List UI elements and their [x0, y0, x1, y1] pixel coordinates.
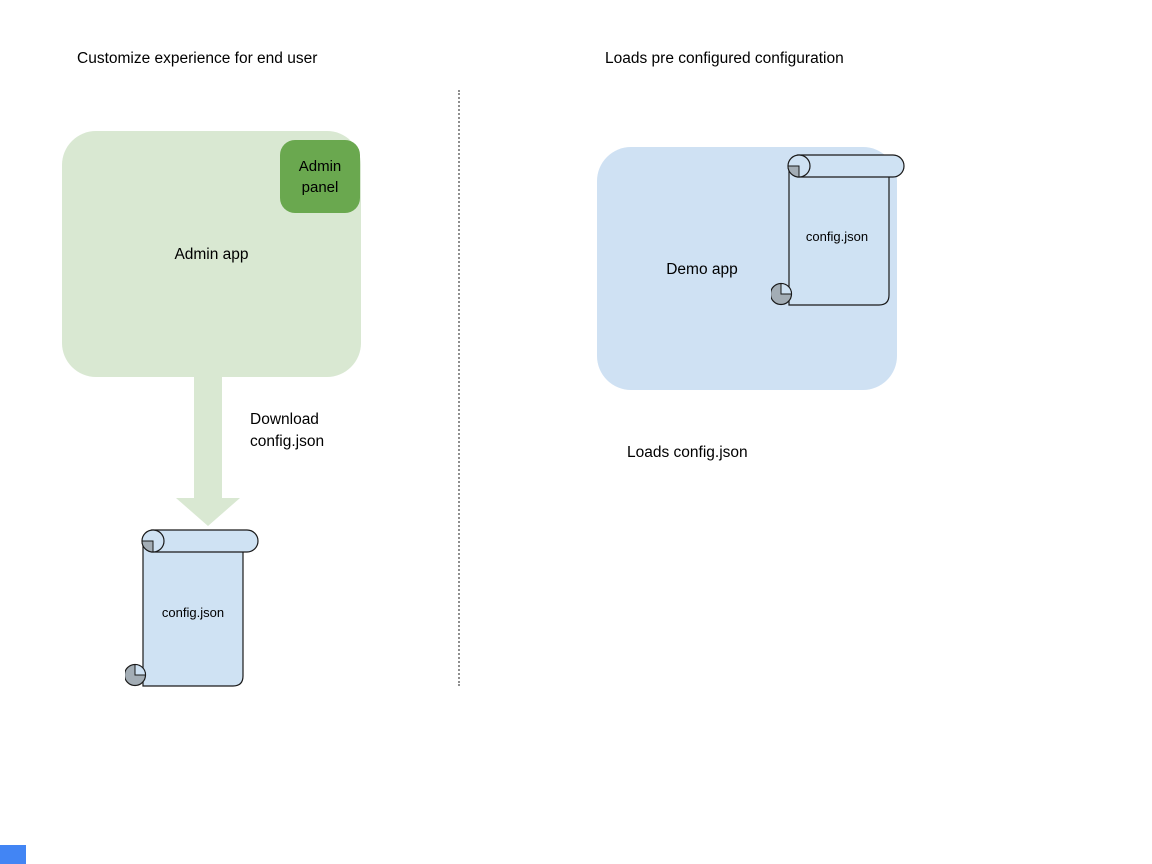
download-arrow-icon [176, 376, 240, 526]
admin-app-label: Admin app [174, 246, 249, 263]
admin-panel-label: Admin panel [298, 157, 342, 196]
admin-panel-box: Admin panel [280, 140, 360, 213]
demo-config-file-scroll-icon [771, 154, 905, 306]
left-section-title: Customize experience for end user [77, 50, 318, 67]
right-section-title: Loads pre configured configuration [605, 50, 844, 67]
corner-marker [0, 845, 26, 864]
demo-app-label: Demo app [666, 261, 738, 278]
loads-config-caption: Loads config.json [627, 444, 748, 461]
section-divider [458, 90, 460, 686]
config-file-scroll-icon [125, 529, 259, 687]
config-file-label: config.json [161, 605, 225, 620]
demo-config-file-label: config.json [805, 229, 869, 244]
download-config-caption: Download config.json [250, 411, 325, 450]
